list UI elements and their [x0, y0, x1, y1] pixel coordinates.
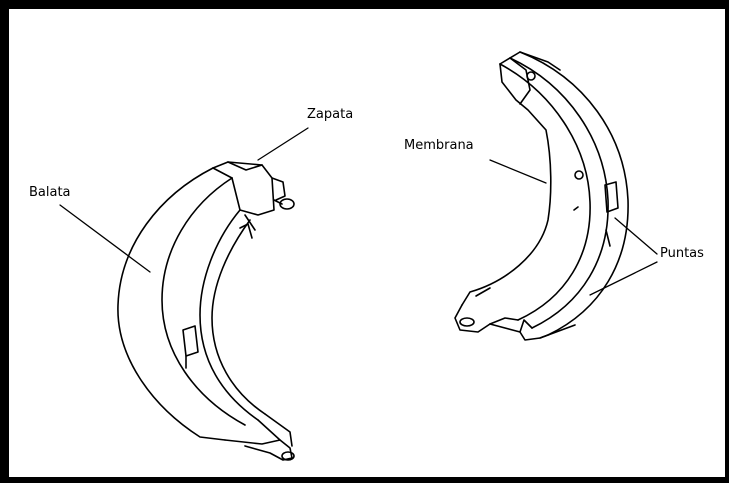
right-brake-shoe: [455, 52, 628, 340]
label-balata: Balata: [29, 186, 71, 199]
leader-puntas-2: [590, 262, 657, 295]
leader-puntas-1: [615, 218, 657, 254]
left-brake-shoe: [118, 162, 294, 460]
label-puntas: Puntas: [660, 247, 704, 260]
label-zapata: Zapata: [307, 108, 353, 121]
label-membrana: Membrana: [404, 139, 474, 152]
leader-membrana: [490, 160, 546, 183]
leader-lines: [60, 128, 657, 295]
leader-zapata: [258, 128, 308, 160]
